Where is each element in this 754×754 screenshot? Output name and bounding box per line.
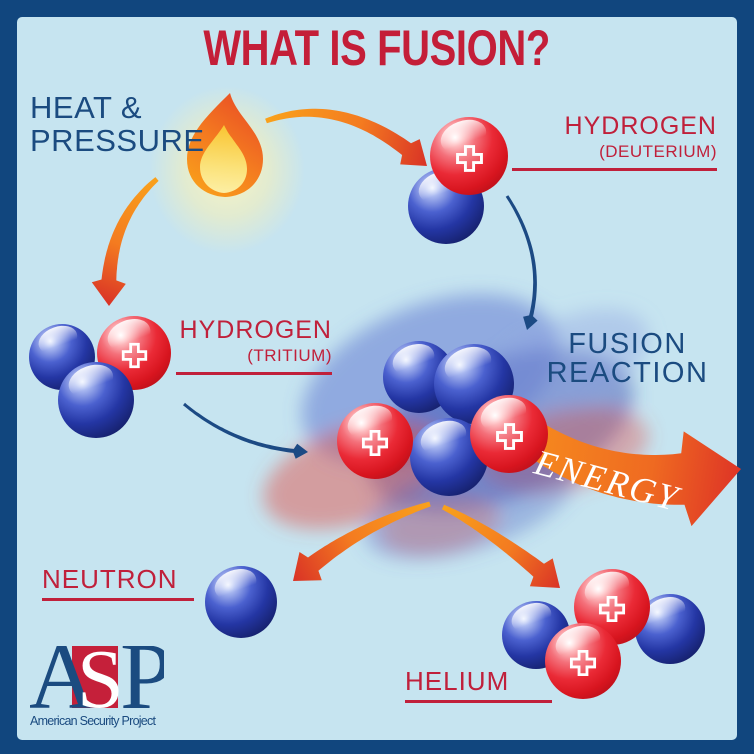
arrow-deuterium-to-fusion [505,195,538,330]
energy-arrow [515,418,741,527]
flame-inner [200,125,247,193]
arrow-fusion-to-neutron [293,501,431,581]
arrows-layer [91,108,741,588]
fusion-motion-blur-cloud [263,294,649,560]
arrow-flame-to-tritium [91,177,159,306]
arrow-flame-to-deuterium [265,108,427,166]
arrow-tritium-to-fusion [183,402,308,459]
arrow-fusion-to-helium [441,504,560,588]
